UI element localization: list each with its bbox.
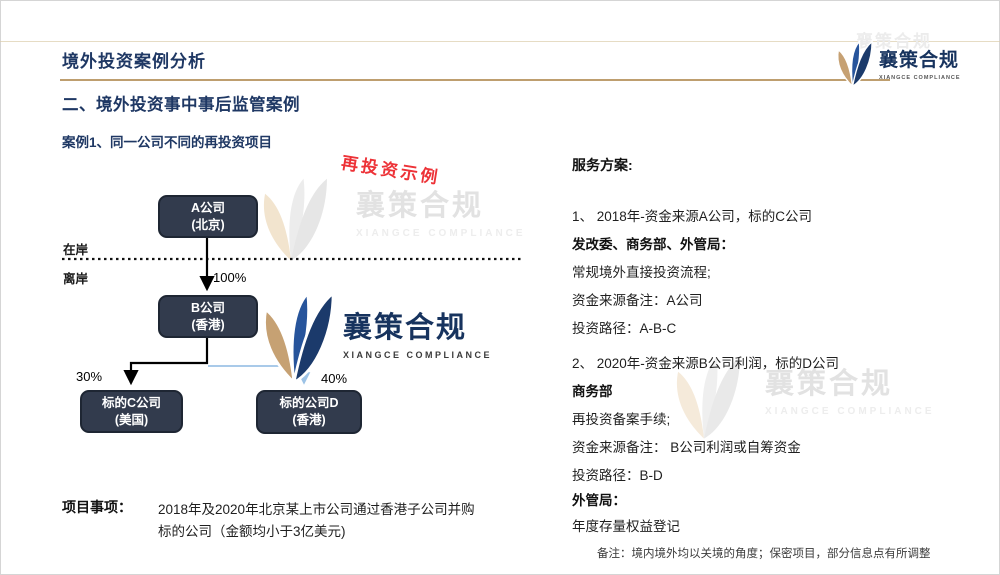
service-item1-agency: 发改委、商务部、外管局： [572, 237, 734, 252]
watermark-name-cn: 襄策合规 [765, 368, 894, 400]
node-subtitle: (香港) [191, 317, 225, 332]
onshore-label: 在岸 [63, 243, 89, 257]
node-title: 标的C公司 [101, 395, 162, 410]
title-underline [60, 79, 890, 81]
diagram-node-company-a: A公司 (北京) [158, 195, 258, 238]
node-title: 标的公司D [279, 396, 339, 411]
node-subtitle: (香港) [292, 413, 326, 427]
xiangce-logo-icon [837, 40, 873, 89]
service-item1-line: 资金来源备注：A公司 [572, 293, 703, 308]
logo-name-cn: 襄策合规 [879, 50, 960, 71]
node-subtitle: (美国) [114, 412, 149, 427]
node-subtitle: (北京) [191, 217, 225, 232]
watermark-name-en: XIANGCE COMPLIANCE [765, 406, 935, 417]
service-plan-heading: 服务方案: [572, 157, 633, 173]
project-matter-line2: 标的公司（金额均小于3亿美元) [158, 524, 346, 539]
edge-label-100: 100% [213, 270, 247, 285]
section-heading: 二、境外投资事中事后监管案例 [62, 96, 300, 114]
case-heading: 案例1、同一公司不同的再投资项目 [62, 135, 273, 150]
diagram-node-target-d: 标的公司D (香港) [256, 390, 362, 434]
project-matter-label: 项目事项： [62, 499, 132, 515]
watermark-top-right-text: 襄策合规 [856, 32, 932, 51]
service-item1-line: 投资路径：A-B-C [572, 321, 677, 336]
diagram-node-company-b: B公司 (香港) [158, 295, 258, 338]
watermark-name-cn: 襄策合规 [356, 190, 485, 222]
service-item2-line: 资金来源备注： B公司利润或自筹资金 [572, 440, 801, 455]
service-item2-title: 2、 2020年-资金来源B公司利润，标的D公司 [572, 356, 840, 371]
service-item2-lastline: 年度存量权益登记 [572, 519, 680, 534]
service-item1-title: 1、 2018年-资金来源A公司，标的C公司 [572, 209, 813, 224]
header-top-hairline [0, 41, 1000, 42]
xiangce-logo-watermark-icon [676, 356, 740, 439]
company-logo-center: 襄策合规 XIANGCE COMPLIANCE [253, 286, 492, 386]
edge-b-to-c [123, 338, 209, 386]
edge-label-30: 30% [76, 369, 103, 384]
service-item2-line: 投资路径：B-D [572, 468, 663, 483]
watermark-text-block: 襄策合规 XIANGCE COMPLIANCE [356, 172, 526, 239]
watermark-center-left: 襄策合规 XIANGCE COMPLIANCE [252, 172, 526, 264]
xiangce-logo-watermark-icon [263, 178, 327, 261]
project-matter-line1: 2018年及2020年北京某上市公司通过香港子公司并购 [158, 502, 475, 517]
service-item1-line: 常规境外直接投资流程; [572, 265, 711, 280]
edge-label-40: 40% [321, 371, 348, 386]
service-item2-agency: 商务部 [572, 384, 613, 399]
logo-name-en: XIANGCE COMPLIANCE [879, 75, 961, 81]
logo-text-block: 襄策合规 XIANGCE COMPLIANCE [343, 286, 492, 360]
logo-name-en: XIANGCE COMPLIANCE [343, 350, 493, 360]
watermark-name-en: XIANGCE COMPLIANCE [356, 228, 526, 239]
offshore-label: 离岸 [63, 272, 89, 286]
service-item2-line: 再投资备案手续; [572, 412, 671, 427]
diagram-node-target-c: 标的C公司 (美国) [80, 390, 183, 433]
page-title: 境外投资案例分析 [62, 52, 206, 71]
footnote: 备注：境内境外均以关境的角度；保密项目，部分信息点有所调整 [597, 548, 931, 560]
watermark-right: 襄策合规 XIANGCE COMPLIANCE [665, 350, 935, 442]
company-logo-top-right: 襄策合规 XIANGCE COMPLIANCE [832, 37, 961, 89]
node-title: B公司 [190, 300, 226, 315]
logo-name-cn: 襄策合规 [343, 312, 468, 344]
node-title: A公司 [190, 200, 226, 215]
logo-text-block: 襄策合规 XIANGCE COMPLIANCE [879, 37, 961, 81]
service-item2-agency2: 外管局： [572, 493, 626, 508]
watermark-text-block: 襄策合规 XIANGCE COMPLIANCE [765, 350, 935, 417]
xiangce-logo-icon [263, 290, 335, 386]
